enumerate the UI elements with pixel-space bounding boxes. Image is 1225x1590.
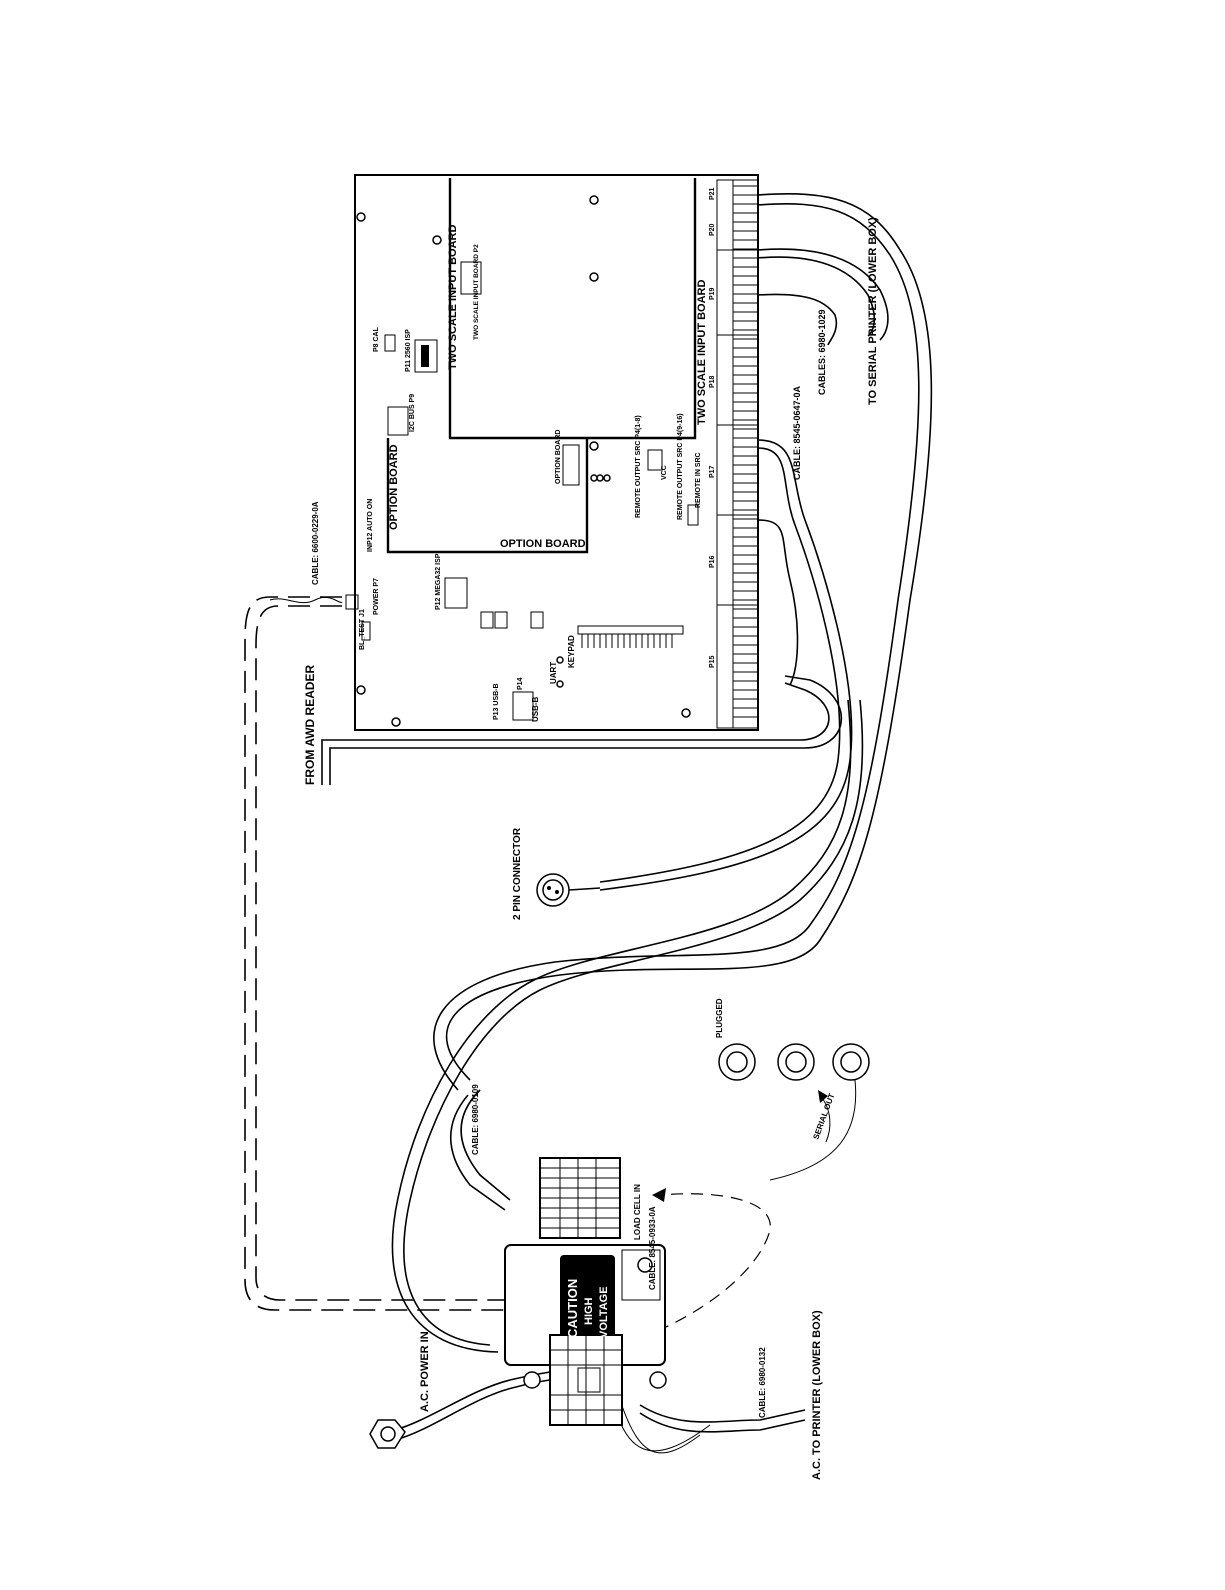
label-p14: P14	[517, 677, 524, 690]
label-p21: P21	[709, 187, 716, 200]
label-bl-test: BL_TEST J1	[359, 609, 366, 650]
ac-power-gland	[369, 1419, 406, 1449]
label-i2c-bus: I2C BUS P9	[409, 394, 416, 432]
label-plugged: PLUGGED	[715, 998, 724, 1038]
label-voltage: VOLTAGE	[598, 1286, 610, 1338]
label-remote-in-src: REMOTE IN SRC	[695, 452, 702, 508]
label-high: HIGH	[583, 1297, 595, 1325]
label-p15: P15	[709, 655, 716, 668]
label-mega32-isp: P12 MEGA32 ISP	[435, 553, 442, 610]
board-labels: TWO SCALE INPUT BOARD TWO SCALE INPUT BO…	[359, 187, 716, 722]
label-cable-8545-0933: CABLE: 8545-0933-0A	[648, 1206, 657, 1290]
main-board	[345, 174, 759, 731]
label-option-board-p1: OPTION BOARD	[555, 430, 562, 484]
label-option-board-top: OPTION BOARD	[388, 444, 400, 530]
power-supply	[504, 1244, 666, 1366]
label-two-scale-board-top: TWO SCALE INPUT BOARD	[447, 225, 459, 370]
label-to-serial-printer: TO SERIAL PRINTER (LOWER BOX)	[867, 217, 879, 405]
label-p16: P16	[709, 555, 716, 568]
label-cable-serial: CABLES: 6980-1029	[817, 309, 827, 395]
label-ac-to-printer: A.C. TO PRINTER (LOWER BOX)	[811, 1310, 823, 1480]
label-usb-b-p13: P13 USB-B	[493, 683, 500, 720]
label-load-cell-in: LOAD CELL IN	[633, 1184, 642, 1240]
label-p18: P18	[709, 375, 716, 388]
label-cable-power: CABLE: 6600-0229-0A	[311, 501, 320, 585]
label-ac-power-in: A.C. POWER IN	[419, 1331, 431, 1412]
cable-runs	[244, 193, 933, 1454]
label-two-scale-board-p2: TWO SCALE INPUT BOARD P2	[473, 244, 480, 340]
label-remote-output-src-2: REMOTE OUTPUT SRC P4(9-16)	[677, 413, 684, 520]
label-two-pin-connector: 2 PIN CONNECTOR	[512, 827, 523, 920]
label-power-p7: POWER P7	[373, 578, 380, 615]
label-caution: CAUTION	[565, 1279, 580, 1338]
label-usb-b: USB-B	[531, 696, 540, 722]
label-p20: P20	[709, 223, 716, 236]
two-pin-connector	[536, 873, 601, 907]
label-cable-8545: CABLE: 8545-0647-0A	[792, 385, 802, 480]
label-2560-isp: P11 2560 ISP	[405, 329, 412, 372]
label-from-awd-reader: FROM AWD READER	[303, 664, 317, 785]
label-p8-cal: P8 CAL	[373, 326, 380, 352]
label-two-scale-board-bottom: TWO SCALE INPUT BOARD	[696, 280, 708, 425]
label-p19: P19	[709, 287, 716, 300]
label-keypad: KEYPAD	[567, 635, 576, 668]
label-auto-on: INP12 AUTO ON	[367, 499, 374, 552]
label-remote-output-src-1: REMOTE OUTPUT SRC P4(1-8)	[635, 415, 642, 518]
cable-glands	[718, 1043, 870, 1081]
label-p17: P17	[709, 465, 716, 478]
label-vcc: VCC	[661, 465, 668, 480]
lower-terminal-block	[539, 1157, 621, 1239]
label-cable-6980-0132: CABLE: 6980-0132	[758, 1347, 767, 1418]
bottom-terminal-block	[523, 1334, 667, 1426]
label-option-board-bottom: OPTION BOARD	[500, 538, 586, 550]
label-uart: UART	[549, 662, 558, 684]
label-cable-6980-0109: CABLE: 6980-0109	[471, 1084, 480, 1155]
